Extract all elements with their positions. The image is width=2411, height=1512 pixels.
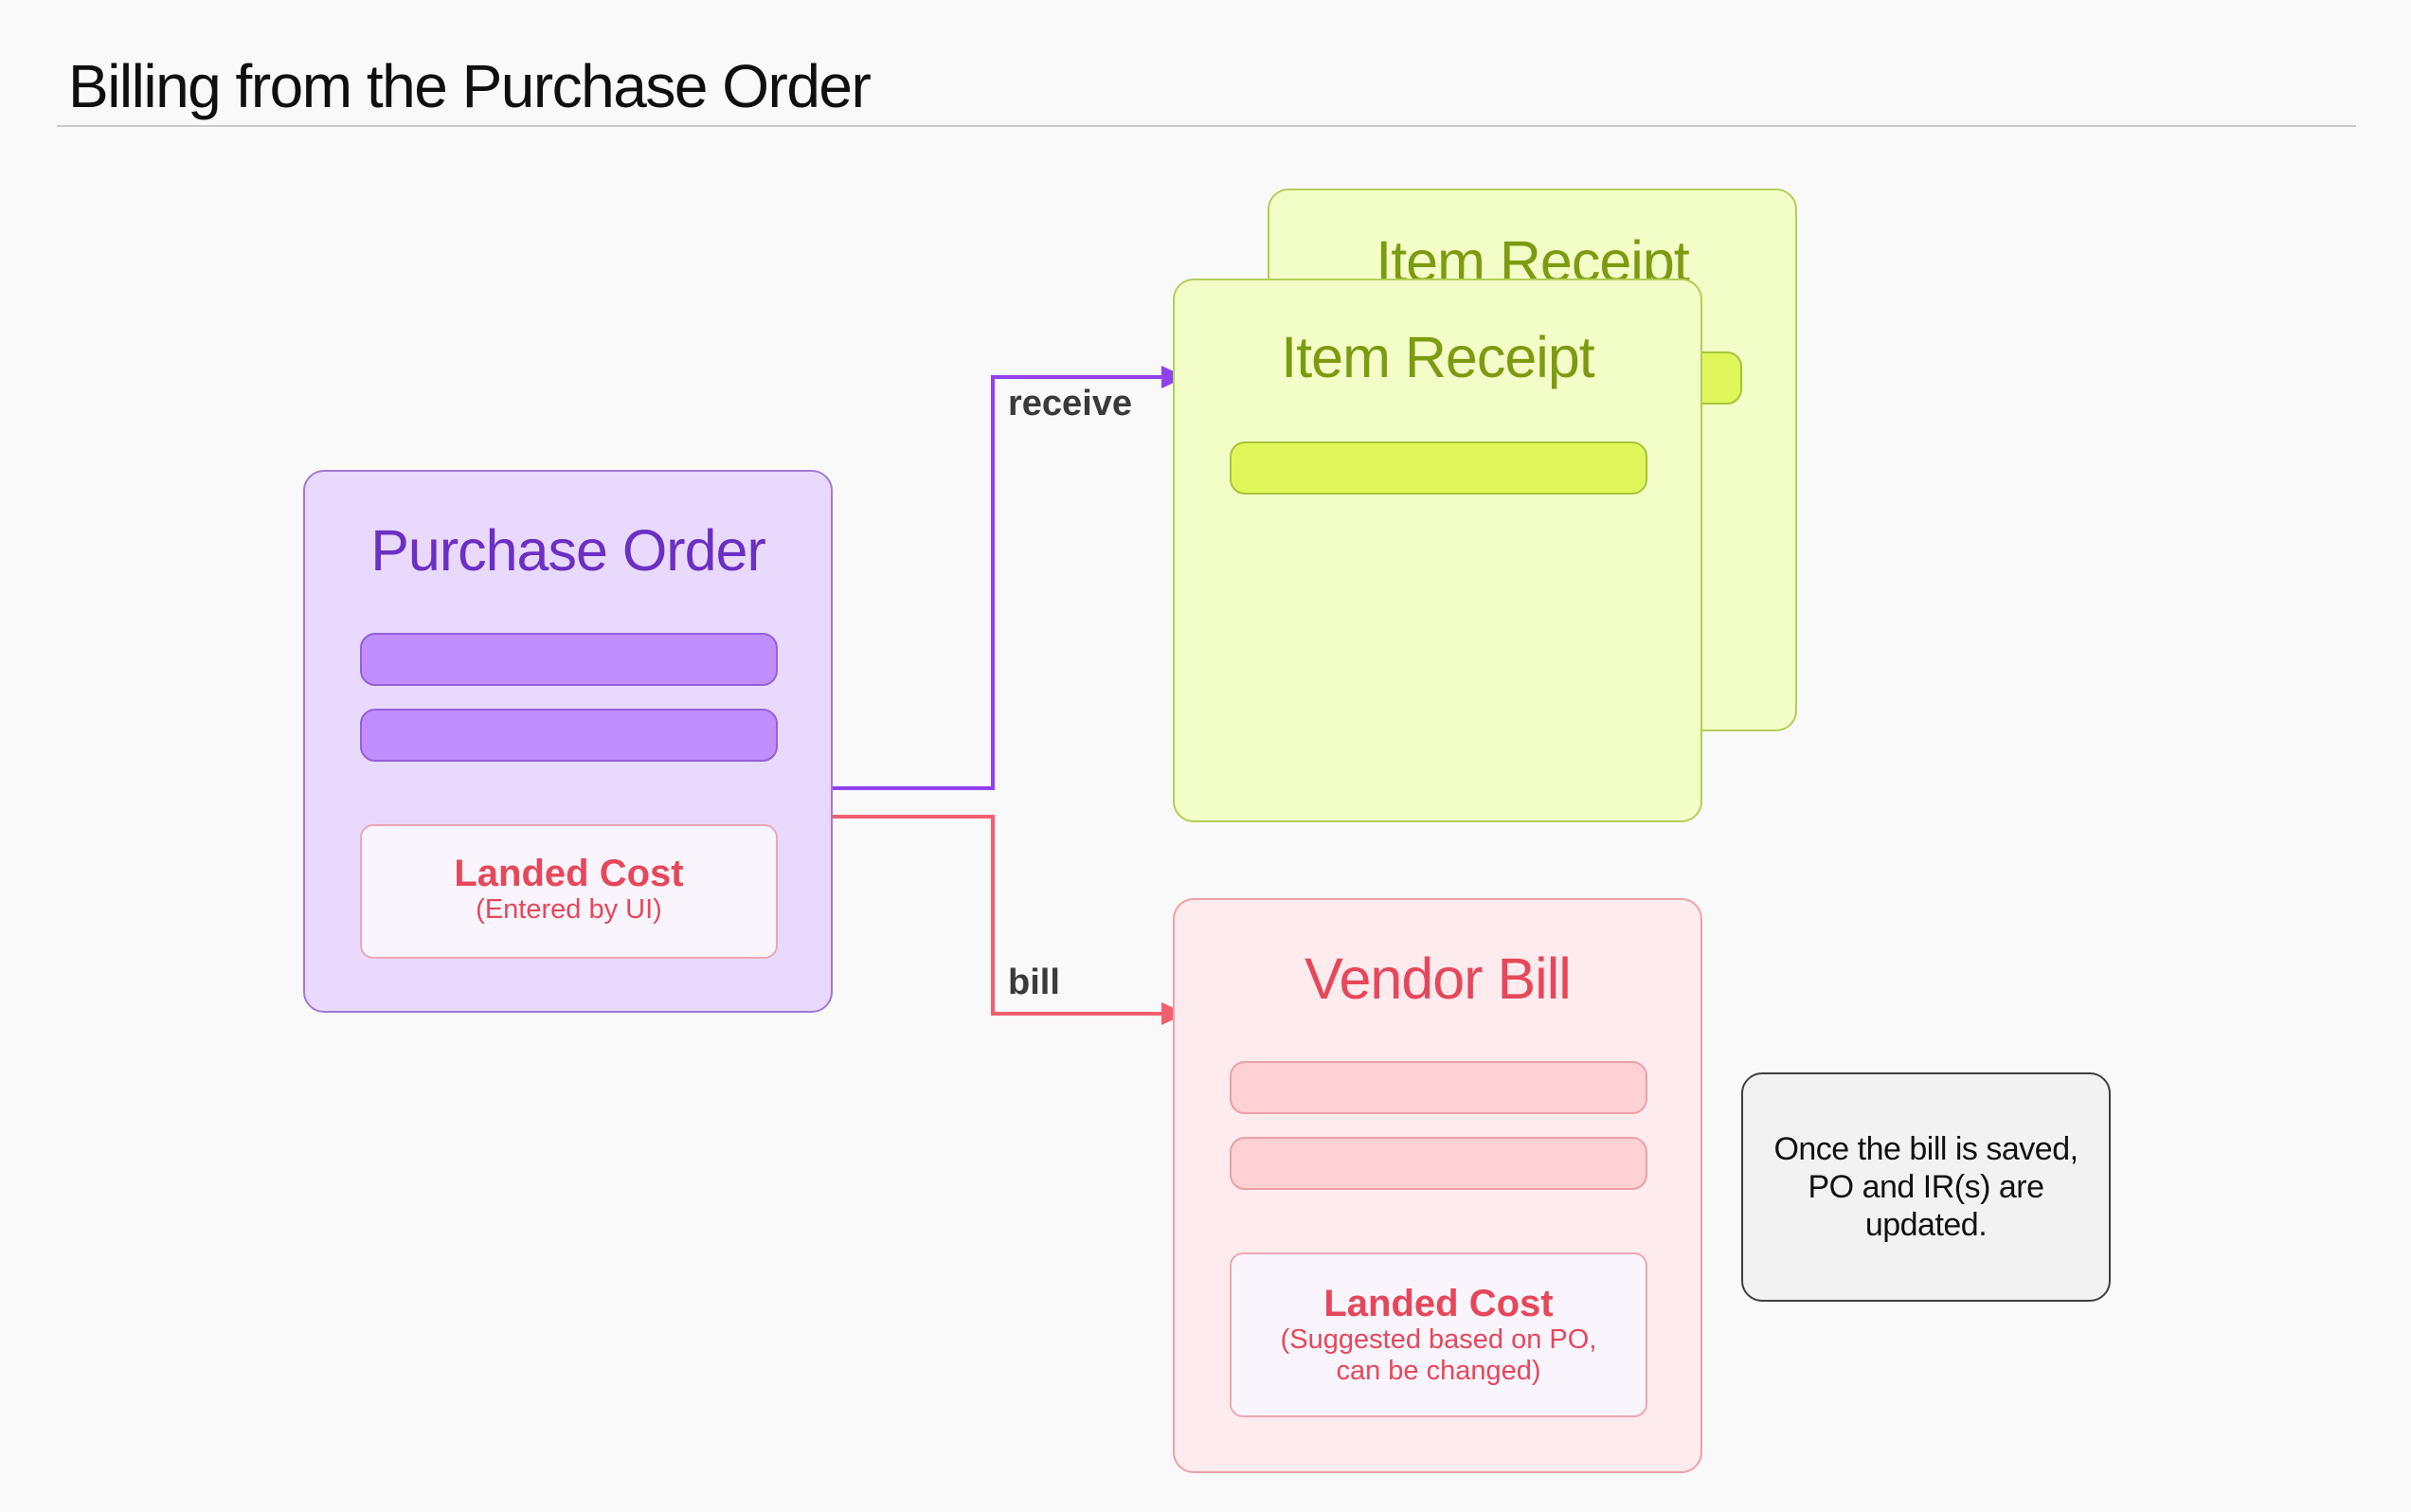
save-note: Once the bill is saved, PO and IR(s) are… bbox=[1741, 1072, 2111, 1302]
po-landed-cost-title: Landed Cost bbox=[454, 853, 684, 894]
vendor-bill-card: Vendor Bill Landed Cost (Suggested based… bbox=[1173, 898, 1702, 1473]
purchase-order-field-1 bbox=[360, 633, 778, 686]
vendor-bill-field-1 bbox=[1230, 1061, 1647, 1114]
vb-landed-cost-title: Landed Cost bbox=[1323, 1283, 1554, 1324]
purchase-order-title: Purchase Order bbox=[370, 518, 766, 583]
vb-landed-cost-subtitle-line1: (Suggested based on PO, bbox=[1280, 1324, 1597, 1355]
item-receipt-card: Item Receipt bbox=[1173, 279, 1702, 822]
purchase-order-field-2 bbox=[360, 709, 778, 762]
vendor-bill-field-2 bbox=[1230, 1137, 1647, 1190]
note-line-2: PO and IR(s) are bbox=[1808, 1169, 2044, 1205]
vendor-bill-title: Vendor Bill bbox=[1304, 946, 1572, 1011]
page-title: Billing from the Purchase Order bbox=[68, 52, 872, 120]
note-line-1: Once the bill is saved, bbox=[1773, 1131, 2078, 1167]
item-receipt-title: Item Receipt bbox=[1281, 325, 1594, 389]
vb-landed-cost-subtitle-line2: can be changed) bbox=[1336, 1356, 1541, 1386]
purchase-order-card: Purchase Order Landed Cost (Entered by U… bbox=[303, 470, 833, 1013]
po-landed-cost-box: Landed Cost (Entered by UI) bbox=[360, 824, 778, 959]
receive-label: receive bbox=[1008, 384, 1133, 423]
title-divider bbox=[57, 125, 2356, 127]
note-line-3: updated. bbox=[1864, 1207, 1988, 1243]
po-landed-cost-subtitle: (Entered by UI) bbox=[476, 894, 662, 925]
receive-arrow bbox=[833, 375, 1167, 790]
bill-arrow bbox=[833, 815, 1167, 1016]
vb-landed-cost-box: Landed Cost (Suggested based on PO, can … bbox=[1230, 1252, 1647, 1417]
bill-label: bill bbox=[1008, 963, 1060, 1002]
item-receipt-field bbox=[1230, 441, 1647, 495]
